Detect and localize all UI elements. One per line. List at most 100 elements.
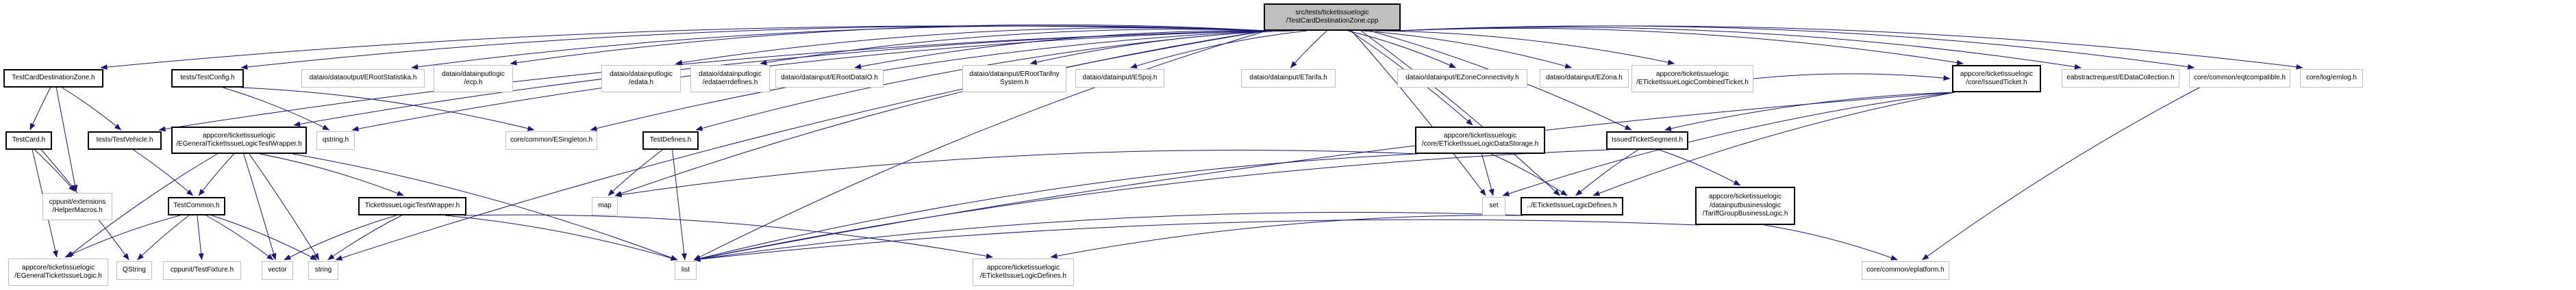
include-edge xyxy=(223,87,330,131)
graph-node-eplatform-h: core/common/eplatform.h xyxy=(1862,261,1949,280)
include-edge xyxy=(1764,224,1898,261)
include-edge xyxy=(1575,149,1639,196)
include-edge xyxy=(1347,30,1456,68)
graph-node-edataerrdefines-h: dataio/datainputlogic /edataerrdefines.h xyxy=(690,65,770,92)
graph-node-vector: vector xyxy=(262,261,293,280)
include-edge xyxy=(693,211,1524,262)
include-edge xyxy=(672,149,687,261)
include-edge xyxy=(614,150,1418,198)
include-edge xyxy=(1658,149,1741,186)
include-edge xyxy=(240,87,535,131)
include-edge xyxy=(240,25,1267,70)
include-edge xyxy=(1481,153,1495,196)
include-edge xyxy=(1290,30,1327,68)
graph-node-espoj-h: dataio/datainput/ESpoj.h xyxy=(1075,69,1164,88)
include-edge xyxy=(197,215,204,261)
graph-node-ezona-h: dataio/datainput/EZona.h xyxy=(1540,69,1629,88)
graph-node-test-card-h[interactable]: TestCard.h xyxy=(5,131,52,150)
graph-node-esingleton-h: core/common/ESingleton.h xyxy=(505,131,597,150)
include-edge xyxy=(55,87,78,192)
edges-group xyxy=(29,24,2303,262)
include-edge xyxy=(335,30,1267,261)
include-edge xyxy=(614,30,1267,196)
include-edge xyxy=(693,153,1418,261)
include-edge xyxy=(1050,215,1524,259)
graph-node-cppunit-test-fixture-h: cppunit/TestFixture.h xyxy=(163,261,241,280)
include-edge xyxy=(1397,25,2195,70)
include-edge xyxy=(1592,92,1955,196)
include-edge xyxy=(137,215,190,261)
include-edge xyxy=(1362,30,1573,69)
graph-node-issued-ticket-segment-h[interactable]: IssuedTicketSegment.h xyxy=(1606,131,1688,150)
graph-node-ezone-connectivity-h: dataio/datainput/EZoneConnectivity.h xyxy=(1397,69,1527,88)
include-edge xyxy=(327,215,402,261)
graph-node-egeneral-wrapper-h[interactable]: appcore/ticketissuelogic /EGeneralTicket… xyxy=(171,127,307,154)
graph-node-eroot-tarifny-system-h: dataio/datainput/ERootTarifny System.h xyxy=(962,65,1066,92)
graph-node-helper-macros-h: cppunit/extensions /HelperMacros.h xyxy=(42,193,112,220)
include-edge xyxy=(1921,87,2200,261)
include-edge xyxy=(1360,30,1560,196)
graph-node-tests-test-vehicle-h[interactable]: tests/TestVehicle.h xyxy=(88,131,162,150)
graph-node-qstring-big: QString xyxy=(116,261,152,280)
include-edge xyxy=(1397,27,1964,66)
include-edge xyxy=(212,215,318,261)
include-edge xyxy=(66,153,218,258)
include-edge xyxy=(693,92,1955,262)
graph-node-qstring-h: qstring.h xyxy=(316,131,355,150)
graph-node-egeneral-til-h: appcore/ticketissuelogic /EGeneralTicket… xyxy=(8,259,108,286)
graph-node-test-card-destination-zone-h[interactable]: TestCardDestinationZone.h xyxy=(3,69,103,88)
include-edge xyxy=(693,30,1267,261)
graph-node-set: set xyxy=(1482,197,1505,215)
include-edge xyxy=(1397,25,2303,70)
graph-node-data-storage-h[interactable]: appcore/ticketissuelogic /core/ETicketIs… xyxy=(1415,127,1545,154)
include-edge xyxy=(693,149,1610,262)
include-edge xyxy=(292,153,678,261)
include-edge xyxy=(249,153,320,261)
include-edge xyxy=(64,215,180,258)
graph-node-eqtcompatible-h: core/common/eqtcompatible.h xyxy=(2189,69,2290,88)
include-edge xyxy=(205,215,274,261)
graph-node-til-test-wrapper-h[interactable]: TicketIssueLogicTestWrapper.h xyxy=(358,197,466,215)
include-edge xyxy=(510,24,1267,66)
include-edge xyxy=(1664,92,1955,131)
graph-node-til-defines-rel-h[interactable]: ../ETicketIssueLogicDefines.h xyxy=(1521,197,1623,215)
graph-node-combined-ticket-h: appcore/ticketissuelogic /ETicketIssueLo… xyxy=(1631,65,1753,92)
include-edge xyxy=(445,215,678,261)
graph-node-test-defines-h[interactable]: TestDefines.h xyxy=(642,131,699,150)
include-edge xyxy=(29,87,51,131)
graph-node-map: map xyxy=(592,197,618,215)
graph-node-edata-collection-h: eabstractrequest/EDataCollection.h xyxy=(2062,69,2179,88)
graph-node-root: src/tests/ticketissuelogic /TestCardDest… xyxy=(1264,3,1401,31)
graph-node-tests-test-config-h[interactable]: tests/TestConfig.h xyxy=(171,69,244,88)
graph-node-tariff-group-h[interactable]: appcore/ticketissuelogic /datainputbusin… xyxy=(1695,187,1795,225)
include-edge xyxy=(854,30,1272,70)
graph-node-test-common-h[interactable]: TestCommon.h xyxy=(168,197,225,215)
include-edge xyxy=(133,149,194,196)
include-edge xyxy=(463,214,993,259)
graph-node-til-defines-app-h: appcore/ticketissuelogic /ETicketIssueLo… xyxy=(973,259,1074,286)
include-edge xyxy=(590,30,1267,131)
graph-node-list: list xyxy=(675,261,697,280)
include-edge xyxy=(100,25,1267,70)
graph-node-issued-ticket-h[interactable]: appcore/ticketissuelogic /core/IssuedTic… xyxy=(1952,65,2041,92)
include-edge xyxy=(243,153,277,261)
include-edge xyxy=(62,87,122,131)
include-edge xyxy=(1490,153,1568,196)
include-edge xyxy=(198,153,234,196)
include-edge xyxy=(1753,73,1951,81)
include-edge xyxy=(675,27,1267,66)
graph-node-emlog-h: core/log/emlog.h xyxy=(2300,69,2363,88)
graph-node-edata-h: dataio/datainputlogic /edata.h xyxy=(601,65,681,92)
include-edge xyxy=(260,153,404,196)
include-edge xyxy=(1502,92,1955,196)
include-edge xyxy=(284,215,397,261)
include-edge xyxy=(693,219,1699,262)
include-edge xyxy=(411,25,1267,70)
graph-node-etarifa-h: dataio/datainput/ETarifa.h xyxy=(1241,69,1336,88)
include-edge xyxy=(351,30,1267,132)
include-edge xyxy=(608,149,663,196)
include-edge xyxy=(1130,30,1307,69)
include-edge xyxy=(34,149,75,192)
